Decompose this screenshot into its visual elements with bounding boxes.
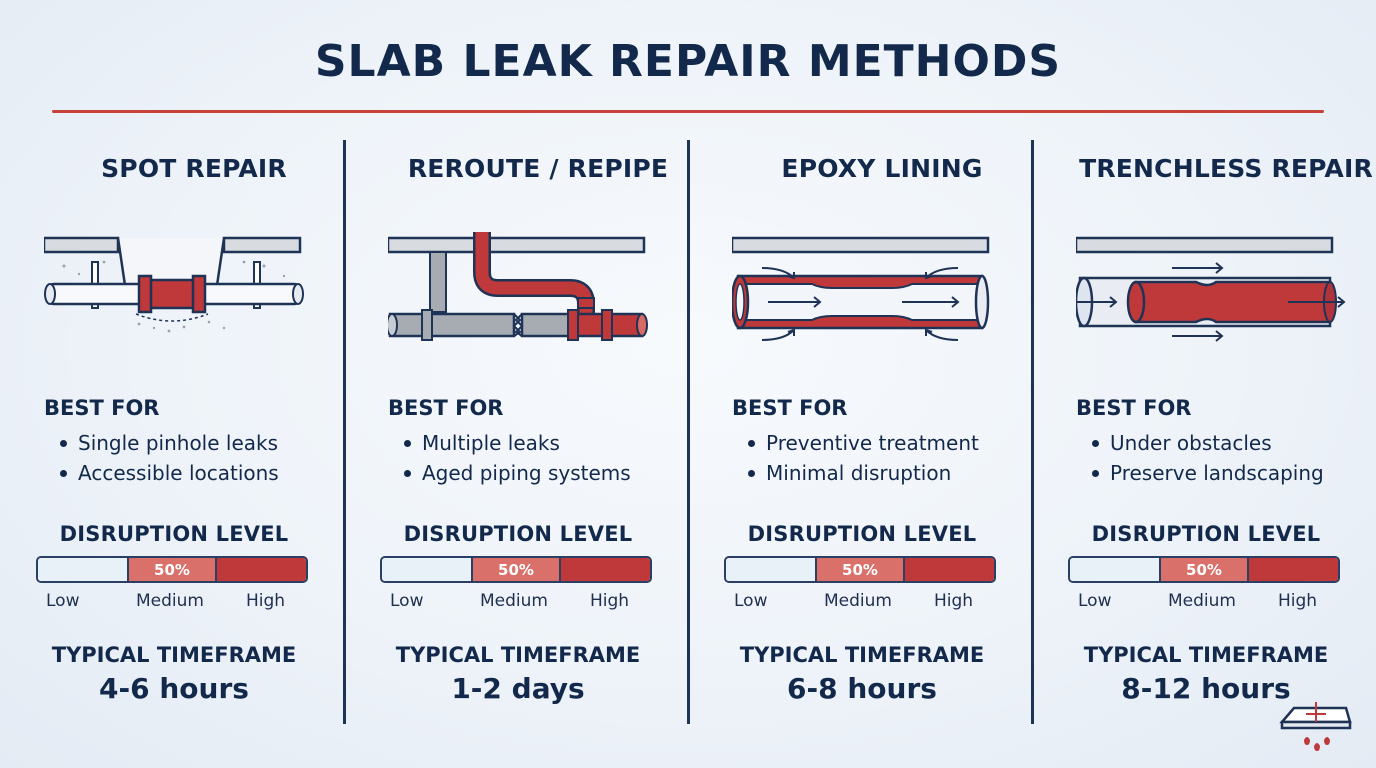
best-for-label: BEST FOR (732, 396, 848, 420)
scale-high: High (246, 591, 286, 611)
column-divider (343, 140, 346, 724)
timeframe-label: TYPICAL TIMEFRAME (739, 643, 985, 667)
meter-scale: Low Medium High (724, 591, 996, 613)
timeframe-label: TYPICAL TIMEFRAME (395, 643, 641, 667)
timeframe-value: 8-12 hours (1121, 672, 1291, 705)
method-card-epoxy-lining: EPOXY LINING BEST FOR Preventive treatme… (724, 140, 1032, 740)
scale-medium: Medium (824, 591, 892, 611)
reroute-pipe-icon (388, 232, 648, 341)
meter-low-segment (1070, 558, 1160, 581)
meter-value: 50% (1159, 558, 1249, 581)
scale-high: High (590, 591, 630, 611)
timeframe-label: TYPICAL TIMEFRAME (1083, 643, 1329, 667)
scale-low: Low (46, 591, 80, 611)
meter-low-segment (726, 558, 816, 581)
list-item: Accessible locations (60, 458, 279, 488)
disruption-label: DISRUPTION LEVEL (59, 522, 289, 546)
timeframe-value: 1-2 days (451, 672, 585, 705)
scale-low: Low (1078, 591, 1112, 611)
list-item: Single pinhole leaks (60, 428, 279, 458)
meter-low-segment (38, 558, 128, 581)
best-for-label: BEST FOR (44, 396, 160, 420)
epoxy-lining-pipe-icon (732, 236, 990, 341)
list-item: Under obstacles (1092, 428, 1324, 458)
method-title: EPOXY LINING (781, 154, 983, 183)
best-for-label: BEST FOR (388, 396, 504, 420)
meter-value: 50% (471, 558, 561, 581)
method-card-spot-repair: SPOT REPAIR BEST FOR Single pinhole leak… (36, 140, 344, 740)
best-for-list: Single pinhole leaks Accessible location… (60, 428, 279, 488)
meter-value: 50% (127, 558, 217, 581)
scale-high: High (1278, 591, 1318, 611)
scale-low: Low (734, 591, 768, 611)
best-for-label: BEST FOR (1076, 396, 1192, 420)
meter-value: 50% (815, 558, 905, 581)
scale-medium: Medium (480, 591, 548, 611)
scale-high: High (934, 591, 974, 611)
disruption-meter: 50% (36, 556, 308, 583)
scale-medium: Medium (136, 591, 204, 611)
list-item: Preventive treatment (748, 428, 979, 458)
list-item: Aged piping systems (404, 458, 631, 488)
list-item: Multiple leaks (404, 428, 631, 458)
disruption-meter: 50% (724, 556, 996, 583)
meter-low-segment (382, 558, 472, 581)
page-title: SLAB LEAK REPAIR METHODS (314, 36, 1062, 87)
scale-low: Low (390, 591, 424, 611)
list-item: Minimal disruption (748, 458, 979, 488)
meter-scale: Low Medium High (36, 591, 308, 613)
disruption-label: DISRUPTION LEVEL (747, 522, 977, 546)
disruption-meter: 50% (380, 556, 652, 583)
method-title: SPOT REPAIR (101, 154, 287, 183)
disruption-meter: 50% (1068, 556, 1340, 583)
method-card-trenchless: TRENCHLESS REPAIR BEST FOR Under obstacl… (1068, 140, 1376, 740)
method-title: REROUTE / REPIPE (407, 154, 669, 183)
trenchless-pipe-icon (1076, 236, 1346, 342)
scale-medium: Medium (1168, 591, 1236, 611)
meter-high-segment (560, 558, 650, 581)
meter-high-segment (216, 558, 306, 581)
meter-high-segment (1248, 558, 1338, 581)
meter-scale: Low Medium High (1068, 591, 1340, 613)
title-divider (52, 110, 1324, 113)
best-for-list: Under obstacles Preserve landscaping (1092, 428, 1324, 488)
method-card-reroute: REROUTE / REPIPE BEST FOR Multiple leaks… (380, 140, 688, 740)
column-divider (1031, 140, 1034, 724)
slab-leak-logo-icon (1279, 702, 1352, 751)
timeframe-value: 4-6 hours (99, 672, 249, 705)
column-divider (687, 140, 690, 724)
best-for-list: Preventive treatment Minimal disruption (748, 428, 979, 488)
meter-scale: Low Medium High (380, 591, 652, 613)
meter-high-segment (904, 558, 994, 581)
disruption-label: DISRUPTION LEVEL (403, 522, 633, 546)
timeframe-value: 6-8 hours (787, 672, 937, 705)
list-item: Preserve landscaping (1092, 458, 1324, 488)
method-title: TRENCHLESS REPAIR (1079, 154, 1373, 183)
timeframe-label: TYPICAL TIMEFRAME (51, 643, 297, 667)
best-for-list: Multiple leaks Aged piping systems (404, 428, 631, 488)
spot-repair-pipe-icon (44, 236, 304, 333)
disruption-label: DISRUPTION LEVEL (1091, 522, 1321, 546)
